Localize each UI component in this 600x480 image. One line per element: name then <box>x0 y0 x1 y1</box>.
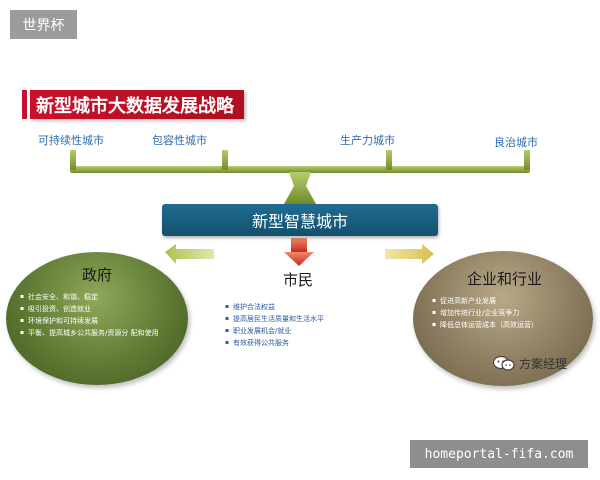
diagram-title: 新型城市大数据发展战略 <box>30 90 244 119</box>
bracket-connector <box>70 150 530 204</box>
citizens-item: 有效获得公共服务 <box>225 337 324 349</box>
center-box-smart-city: 新型智慧城市 <box>162 204 438 236</box>
enterprise-item: 降低总体运营成本（高效运营） <box>432 319 538 331</box>
watermark-domain: homeportal-fifa.com <box>410 440 588 468</box>
enterprise-item: 促进高新产业发展 <box>432 295 538 307</box>
top-label-inclusive: 包容性城市 <box>152 134 207 147</box>
brand-wechat: 方案经理 <box>493 355 567 372</box>
tag-label: 世界杯 <box>10 10 77 39</box>
title-accent-bar <box>22 90 27 119</box>
enterprise-item: 增加传统行业/企业竞争力 <box>432 307 538 319</box>
government-heading: 政府 <box>82 266 113 284</box>
down-arrow-red <box>284 238 314 266</box>
enterprise-heading: 企业和行业 <box>467 270 543 288</box>
citizens-item: 提高居民生活质量和生活水平 <box>225 313 324 325</box>
wechat-icon <box>493 356 515 371</box>
government-list: 社会安全、和谐、稳定 吸引投资、创造就业 环境保护和可持续发展 平衡、提高城乡公… <box>20 291 159 339</box>
government-item: 社会安全、和谐、稳定 <box>20 291 159 303</box>
enterprise-list: 促进高新产业发展 增加传统行业/企业竞争力 降低总体运营成本（高效运营） <box>432 295 538 331</box>
citizens-item: 职业发展机会/就业 <box>225 325 324 337</box>
citizens-item: 维护合法权益 <box>225 301 324 313</box>
government-item: 吸引投资、创造就业 <box>20 303 159 315</box>
citizens-list: 维护合法权益 提高居民生活质量和生活水平 职业发展机会/就业 有效获得公共服务 <box>225 301 324 349</box>
top-label-sustainable: 可持续性城市 <box>38 134 104 147</box>
top-label-governance: 良治城市 <box>494 136 538 149</box>
right-arrow-yellow <box>385 244 434 264</box>
top-label-productive: 生产力城市 <box>340 134 395 147</box>
government-item: 平衡、提高城乡公共服务/资源分 配和使用 <box>20 327 159 339</box>
left-arrow-green <box>165 244 214 264</box>
government-item: 环境保护和可持续发展 <box>20 315 159 327</box>
citizens-heading: 市民 <box>283 271 314 289</box>
brand-name: 方案经理 <box>519 357 568 371</box>
